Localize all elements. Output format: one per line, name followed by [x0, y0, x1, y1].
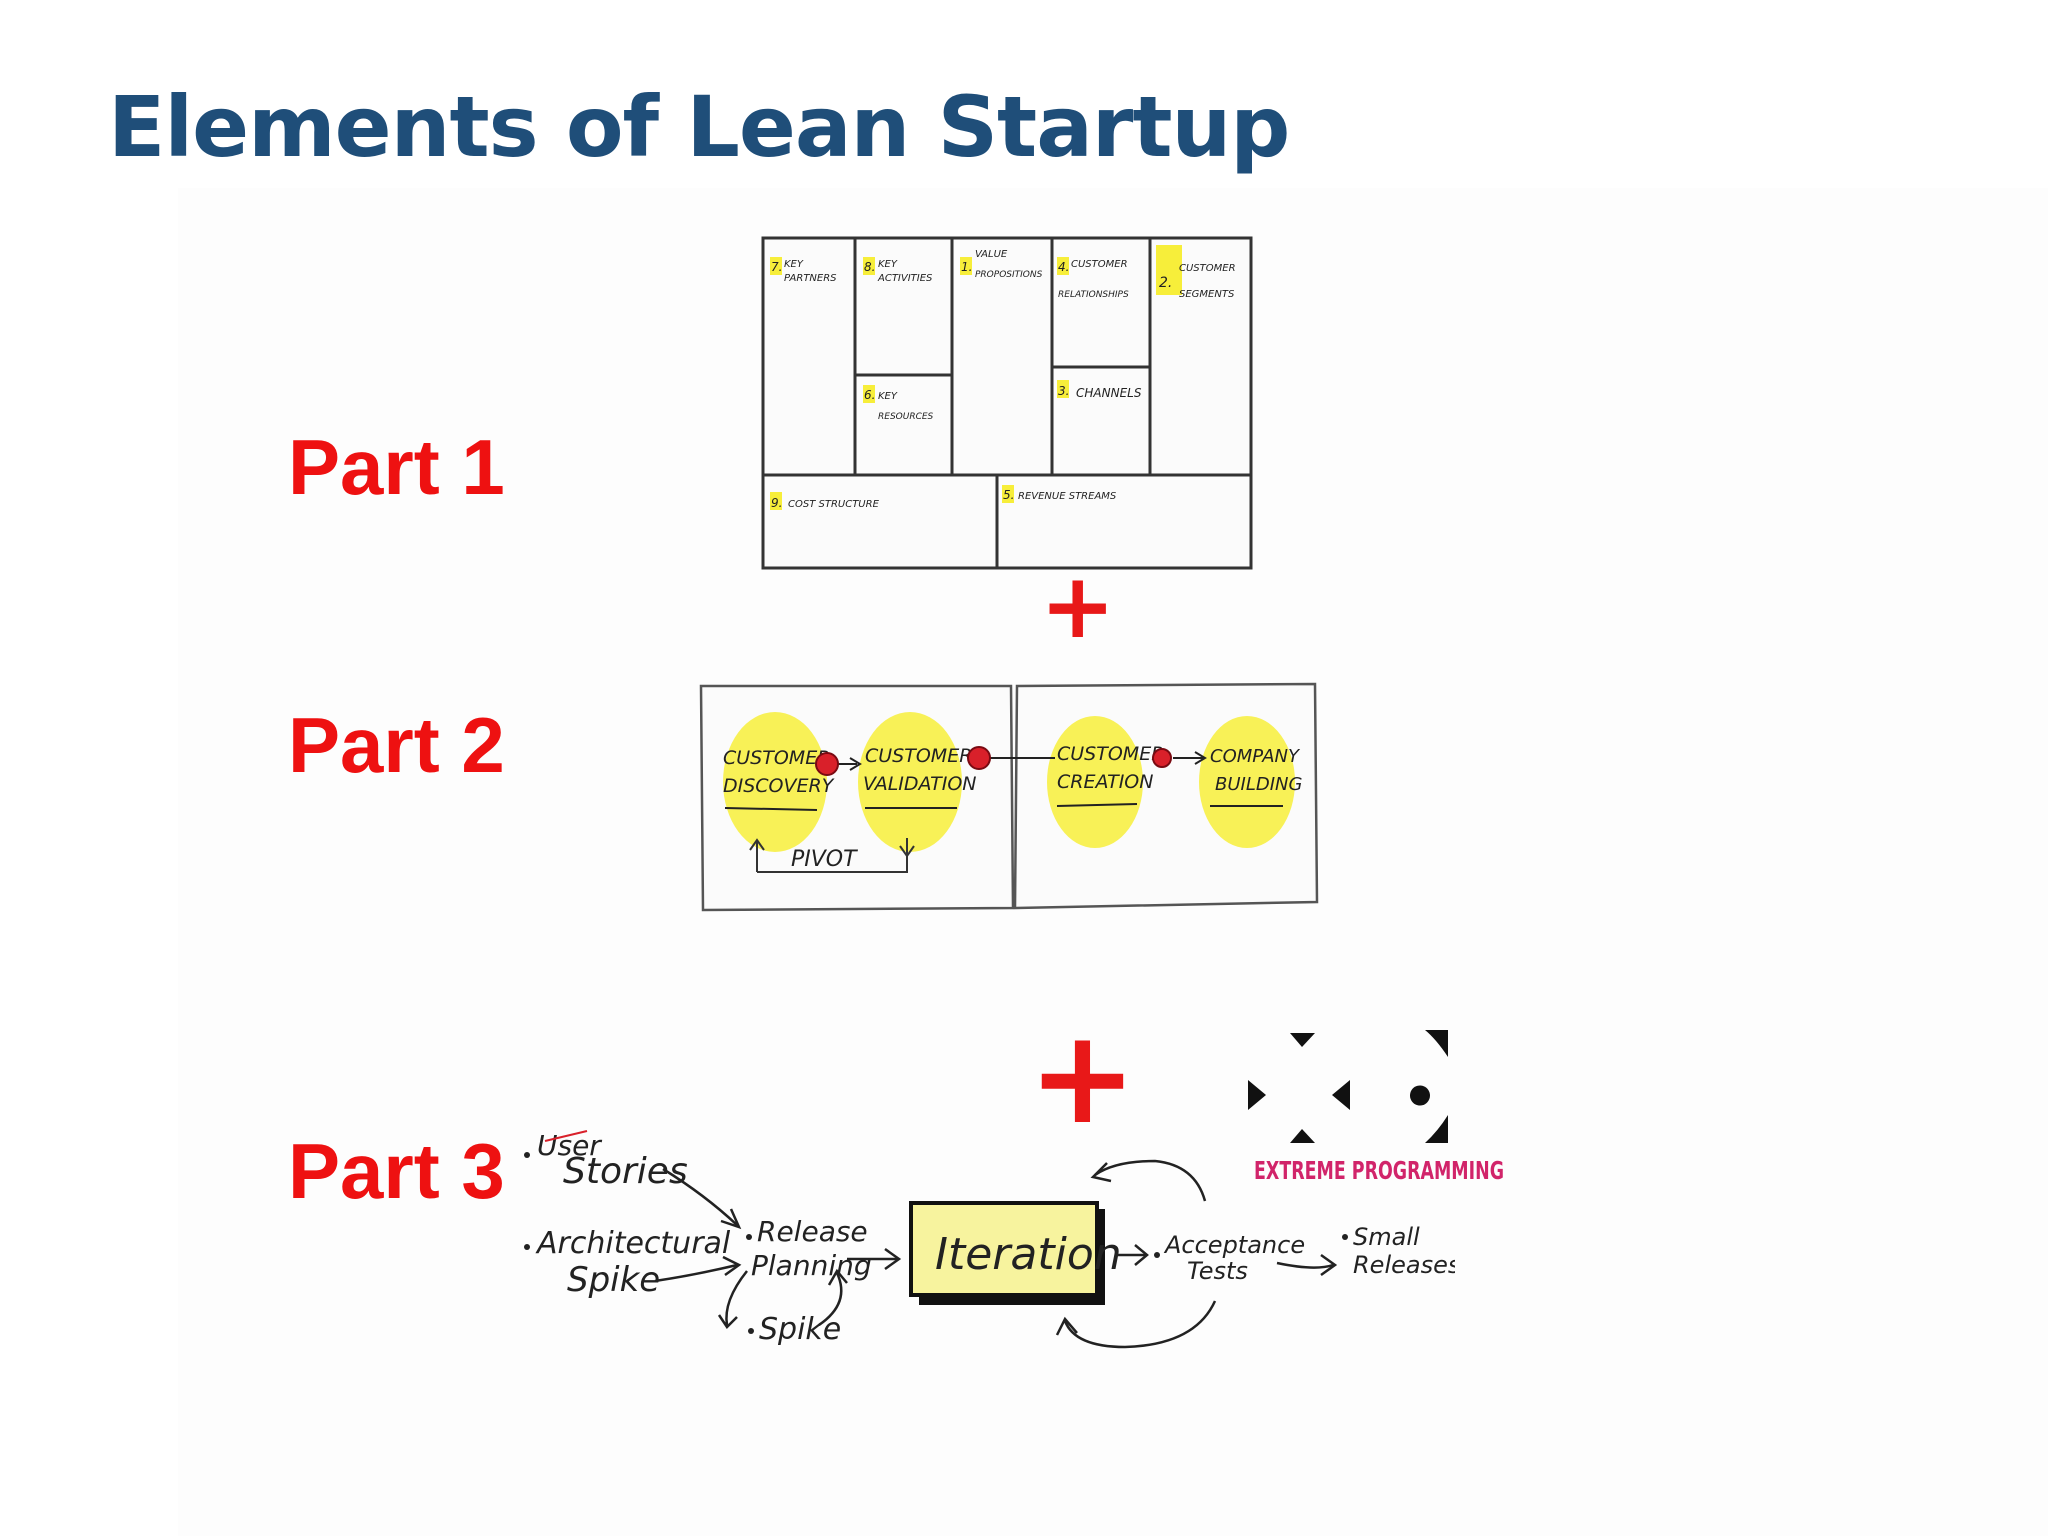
revenue-streams-label: REVENUE STREAMS	[1018, 491, 1117, 502]
customer-creation-line2: CREATION	[1057, 771, 1153, 793]
customer-development-diagram: CUSTOMER DISCOVERY CUSTOMER VALIDATION C…	[695, 680, 1325, 916]
xp-logo-text: EXTREME PROGRAMMING	[1254, 1156, 1504, 1185]
key-partners-line1: KEY	[784, 259, 804, 270]
customer-development-drawing: CUSTOMER DISCOVERY CUSTOMER VALIDATION C…	[699, 682, 1319, 912]
xp-logo-mark: EXTREME PROGRAMMING	[1248, 1030, 1504, 1185]
key-activities-line1: KEY	[878, 259, 898, 270]
part-1-label: Part 1	[288, 423, 505, 511]
customer-validation-line2: VALIDATION	[863, 773, 977, 795]
architectural-spike-line1: Architectural	[535, 1226, 731, 1261]
customer-segments-line1: CUSTOMER	[1179, 263, 1236, 274]
release-planning-line2: Planning	[751, 1249, 872, 1282]
channels-number: 3.	[1058, 384, 1069, 398]
key-activities-line2: ACTIVITIES	[877, 273, 933, 284]
plus-icon: +	[1028, 1001, 1137, 1153]
part-3-label: Part 3	[288, 1127, 505, 1215]
customer-creation-line1: CUSTOMER	[1057, 743, 1164, 765]
customer-discovery-line1: CUSTOMER	[723, 747, 830, 769]
small-releases-line1: Small	[1353, 1223, 1420, 1251]
cost-structure-number: 9.	[771, 496, 782, 510]
key-partners-number: 7.	[771, 260, 782, 274]
acceptance-tests-line1: Acceptance	[1163, 1231, 1305, 1259]
key-partners-line2: PARTNERS	[784, 273, 837, 284]
channels-label: CHANNELS	[1076, 386, 1142, 400]
business-model-canvas-drawing: 7. KEY PARTNERS 8. KEY ACTIVITIES 1. VAL…	[761, 236, 1253, 570]
architectural-spike-line2: Spike	[567, 1260, 660, 1300]
iteration-label: Iteration	[935, 1229, 1122, 1280]
xp-flow-diagram: User Stories Architectural Spike Release…	[515, 1125, 1455, 1375]
slide-title: Elements of Lean Startup	[108, 78, 1290, 176]
customer-segments-number: 2.	[1159, 275, 1172, 291]
revenue-streams-number: 5.	[1003, 488, 1014, 502]
company-building-line1: COMPANY	[1210, 746, 1301, 767]
key-resources-line1: KEY	[878, 391, 898, 402]
extreme-programming-logo: EXTREME PROGRAMMING	[1240, 1025, 1520, 1195]
customer-segments-line2: SEGMENTS	[1179, 289, 1235, 300]
customer-relationships-line1: CUSTOMER	[1071, 259, 1128, 270]
acceptance-tests-line2: Tests	[1187, 1257, 1248, 1285]
small-releases-line2: Releases	[1353, 1251, 1455, 1279]
release-planning-line1: Release	[757, 1215, 868, 1248]
plus-icon: +	[1040, 554, 1116, 659]
xp-flow-drawing: User Stories Architectural Spike Release…	[524, 1129, 1455, 1349]
pivot-label: PIVOT	[791, 847, 858, 872]
customer-relationships-line2: RELATIONSHIPS	[1058, 290, 1129, 300]
business-model-canvas: 7. KEY PARTNERS 8. KEY ACTIVITIES 1. VAL…	[760, 235, 1256, 575]
value-propositions-line1: VALUE	[975, 249, 1008, 260]
key-activities-number: 8.	[864, 260, 875, 274]
part-2-label: Part 2	[288, 701, 505, 789]
cost-structure-label: COST STRUCTURE	[788, 499, 880, 510]
value-propositions-line2: PROPOSITIONS	[975, 270, 1043, 280]
customer-validation-line1: CUSTOMER	[865, 745, 972, 767]
customer-relationships-number: 4.	[1058, 260, 1069, 274]
key-resources-number: 6.	[864, 388, 875, 402]
key-resources-line2: RESOURCES	[878, 412, 934, 422]
value-propositions-number: 1.	[961, 260, 972, 274]
customer-discovery-line2: DISCOVERY	[723, 775, 835, 797]
company-building-line2: BUILDING	[1215, 774, 1302, 795]
